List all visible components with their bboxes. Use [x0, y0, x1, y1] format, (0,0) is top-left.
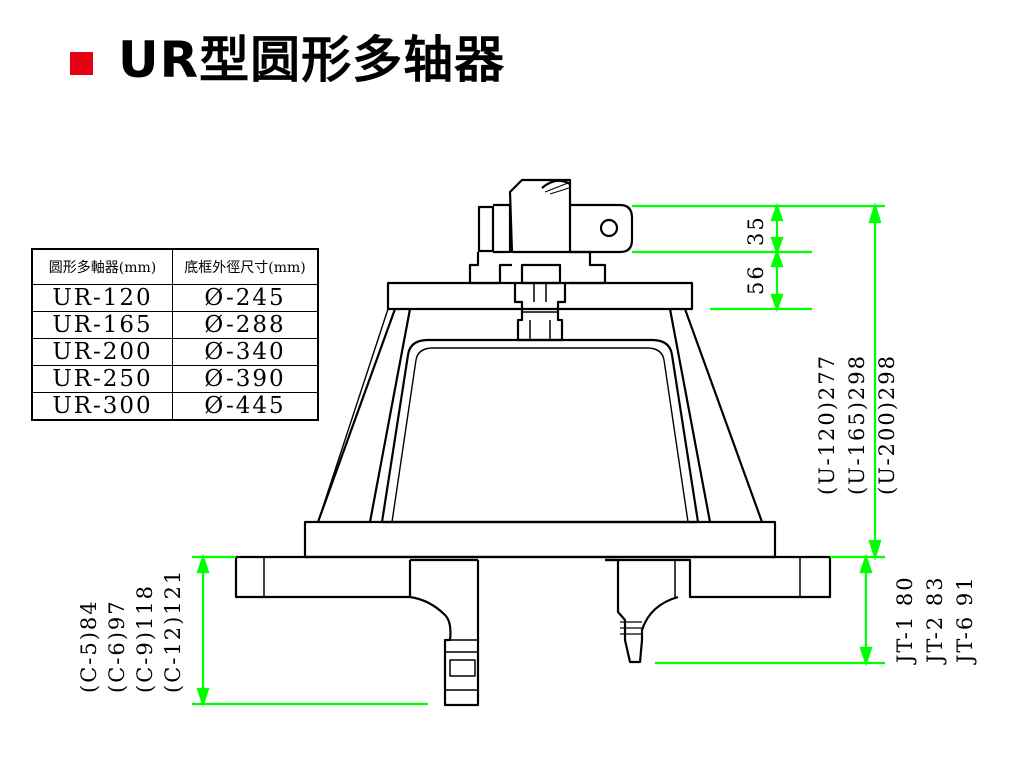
- frame-leg-right-outer: [683, 308, 764, 523]
- table-row: UR-300 Ø-445: [31, 392, 319, 421]
- shaft-hatch: [549, 187, 570, 195]
- collar-left: [468, 252, 512, 285]
- dim-label-u200: (U-200)298: [875, 354, 899, 495]
- table-cell-diameter: Ø-340: [172, 338, 319, 366]
- shaft-break-line: [541, 179, 571, 189]
- dim-label-c5: (C-5)84: [77, 599, 101, 693]
- dim-label-56: 56: [744, 264, 768, 295]
- left-clamp-bracket: [477, 205, 495, 253]
- table-row: UR-120 Ø-245: [31, 284, 319, 312]
- frame-leg-left-outer: [316, 308, 397, 523]
- arrow-head: [868, 539, 882, 561]
- dim-label-jt6: JT-6 91: [953, 575, 977, 665]
- arrow-head: [859, 646, 873, 667]
- table-cell-model: UR-120: [31, 284, 173, 312]
- machine-outline: [234, 178, 832, 707]
- mounting-ear: [570, 203, 634, 254]
- mounting-hole: [599, 218, 619, 238]
- table-cell-diameter: Ø-445: [172, 392, 319, 421]
- table-header-row: 圆形多軸器(mm) 底框外徑尺寸(mm): [31, 248, 319, 285]
- dimension-labels: 35 56 (U-120)277 (U-165)298 (U-200)298 J…: [77, 215, 977, 693]
- table-cell-model: UR-250: [31, 365, 173, 393]
- spec-table: 圆形多軸器(mm) 底框外徑尺寸(mm) UR-120 Ø-245 UR-165…: [31, 248, 319, 421]
- dimension-lines: [192, 202, 885, 708]
- frame-window-inner: [646, 347, 689, 523]
- arrow-head: [868, 202, 882, 224]
- title-bullet: [70, 52, 93, 75]
- dim-label-u165: (U-165)298: [845, 354, 869, 495]
- arrow-head: [770, 293, 784, 313]
- table-header-model: 圆形多軸器(mm): [31, 248, 173, 285]
- table-row: UR-200 Ø-340: [31, 338, 319, 366]
- dim-label-u120: (U-120)277: [815, 354, 839, 495]
- arrow-head: [770, 248, 784, 268]
- gear-housing: [520, 263, 562, 285]
- dim-label-jt1: JT-1 80: [893, 575, 917, 665]
- arrow-head: [196, 687, 210, 708]
- dim-label-c6: (C-6)97: [105, 599, 129, 693]
- table-row: UR-250 Ø-390: [31, 365, 319, 393]
- base-block: [303, 520, 777, 559]
- frame-window-inner: [391, 347, 434, 523]
- dim-label-c9: (C-9)118: [133, 584, 157, 693]
- arrow-head: [196, 553, 210, 574]
- frame-leg-left-inner: [368, 308, 412, 523]
- frame-leg-left-edge: [317, 308, 389, 523]
- table-cell-model: UR-200: [31, 338, 173, 366]
- frame-window: [380, 338, 700, 524]
- arrow-head: [770, 236, 784, 256]
- dim-label-jt2: JT-2 83: [923, 575, 947, 665]
- bottom-flange-left: [234, 557, 410, 599]
- dim-label-c12: (C-12)121: [161, 569, 185, 693]
- top-plate: [386, 281, 694, 311]
- table-cell-model: UR-300: [31, 392, 173, 421]
- collar-right: [570, 250, 607, 285]
- right-spindle-thread: [620, 621, 642, 635]
- left-spindle-ring: [445, 639, 478, 653]
- arrow-head: [859, 553, 873, 574]
- frame-leg-right-inner: [668, 308, 712, 523]
- left-output-arm: [408, 560, 480, 707]
- input-shaft: [508, 178, 572, 254]
- right-output-arm: [616, 560, 679, 664]
- dim-label-35: 35: [744, 215, 768, 246]
- table-cell-diameter: Ø-390: [172, 365, 319, 393]
- left-spindle-nut: [449, 659, 476, 677]
- arrow-head: [770, 202, 784, 222]
- shaft-hatch: [544, 182, 569, 193]
- page-title: UR型圆形多轴器: [118, 31, 506, 89]
- bottom-flange-outline: [236, 555, 832, 599]
- left-clamp-body: [493, 203, 512, 254]
